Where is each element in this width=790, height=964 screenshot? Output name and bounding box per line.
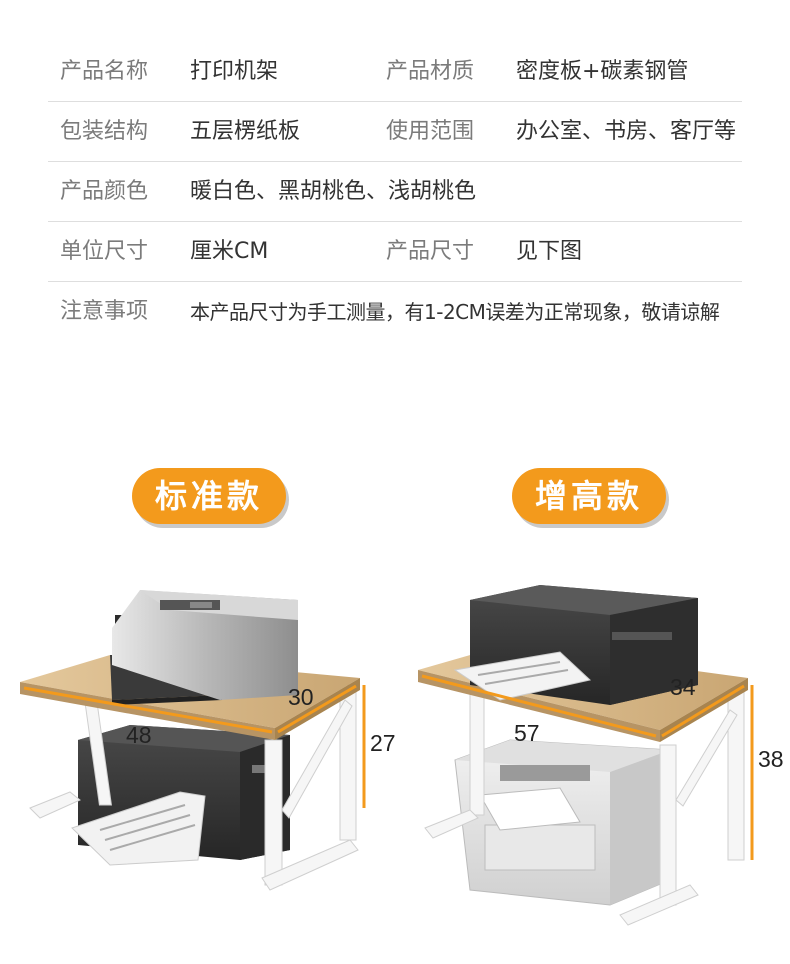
upper-photo-printer	[110, 590, 298, 705]
standard-frame	[29, 684, 359, 891]
tall-model-badge: 增高款	[512, 468, 666, 524]
upper-multifunction-printer	[453, 585, 698, 705]
standard-height-label: 27	[370, 730, 396, 756]
spec-value: 暖白色、黑胡桃色、浅胡桃色	[190, 179, 477, 204]
spec-label: 产品材质	[386, 59, 475, 84]
spec-value: 密度板+碳素钢管	[516, 59, 689, 84]
tall-width-label: 57	[514, 720, 540, 746]
cropped-heading-fragment	[150, 0, 650, 6]
spec-value: 厘米CM	[190, 239, 269, 264]
dimension-lines	[23, 674, 754, 860]
product-illustration: 48 30 27 57 34 38	[0, 560, 790, 960]
standard-width-label: 48	[126, 722, 152, 748]
spec-label: 包装结构	[60, 119, 149, 144]
spec-label: 产品颜色	[60, 179, 149, 204]
spec-value: 本产品尺寸为手工测量，有1-2CM误差为正常现象，敬请谅解	[190, 300, 720, 324]
spec-label: 单位尺寸	[60, 239, 149, 264]
product-illustration-svg	[20, 585, 754, 926]
spec-row: 包装结构 五层楞纸板 使用范围 办公室、书房、客厅等	[48, 102, 742, 162]
spec-table: 产品名称 打印机架 产品材质 密度板+碳素钢管 包装结构 五层楞纸板 使用范围 …	[48, 42, 742, 341]
spec-row: 产品颜色 暖白色、黑胡桃色、浅胡桃色	[48, 162, 742, 222]
spec-row: 产品名称 打印机架 产品材质 密度板+碳素钢管	[48, 42, 742, 102]
spec-row: 注意事项 本产品尺寸为手工测量，有1-2CM误差为正常现象，敬请谅解	[48, 282, 742, 341]
spec-label: 产品名称	[60, 59, 149, 84]
tall-height-label: 38	[758, 746, 784, 772]
standard-model-badge: 标准款	[132, 468, 286, 524]
standard-depth-label: 30	[288, 684, 314, 710]
spec-row: 单位尺寸 厘米CM 产品尺寸 见下图	[48, 222, 742, 282]
spec-label: 注意事项	[60, 299, 149, 324]
tall-depth-label: 34	[670, 674, 696, 700]
spec-label: 产品尺寸	[386, 239, 475, 264]
spec-value: 办公室、书房、客厅等	[516, 119, 737, 144]
spec-label: 使用范围	[386, 119, 475, 144]
lower-laser-printer	[454, 739, 671, 906]
spec-value: 见下图	[516, 239, 583, 264]
spec-value: 打印机架	[190, 59, 279, 84]
spec-value: 五层楞纸板	[190, 119, 301, 144]
standard-stand	[20, 590, 360, 891]
tall-stand	[418, 585, 748, 926]
